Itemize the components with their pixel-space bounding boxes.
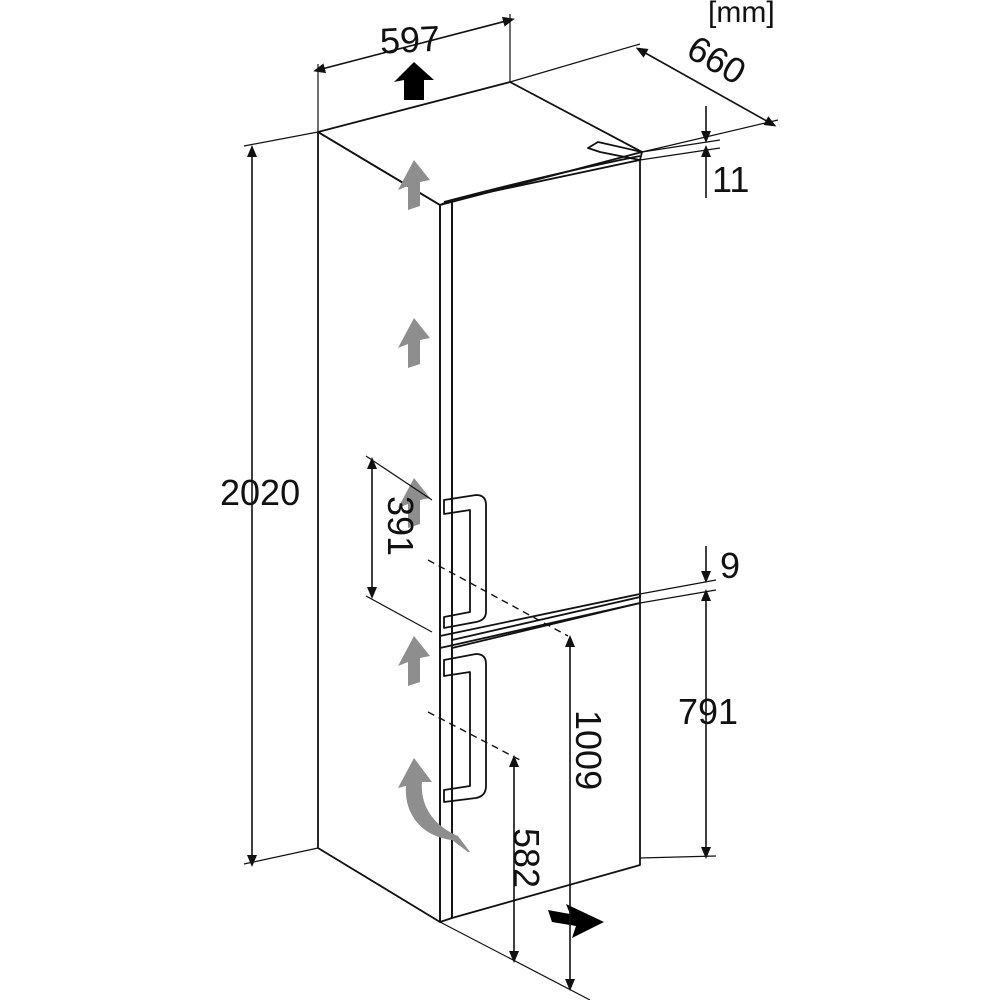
depth-label: 660 — [680, 27, 753, 93]
floor-to-divider-dimension: 1009 — [565, 635, 609, 991]
reference-lines — [427, 559, 569, 761]
airflow-arrow-icon — [398, 636, 430, 686]
height-label: 2020 — [220, 472, 300, 513]
depth-dimension: 660 — [509, 27, 779, 153]
floor-to-handle-label: 582 — [506, 828, 547, 888]
curved-airflow-arrow-icon — [398, 758, 470, 852]
lower-door-label: 791 — [678, 691, 738, 732]
door-handles — [443, 494, 487, 803]
top-gap-dimension: 11 — [639, 106, 749, 200]
floor-lines — [317, 847, 591, 1000]
cabinet-top-panel — [317, 81, 643, 206]
airflow-arrows — [398, 160, 470, 852]
upper-door-handle — [443, 494, 487, 629]
top-hinge-cap — [587, 141, 643, 161]
width-dimension: 597 — [313, 14, 515, 132]
top-gap-label: 11 — [712, 159, 749, 200]
upper-handle-dimension: 391 — [365, 455, 433, 633]
unit-label: [mm] — [708, 0, 775, 29]
upper-handle-label: 391 — [380, 496, 421, 556]
upper-door-panel — [451, 159, 641, 641]
floor-to-handle-dimension: 582 — [506, 755, 547, 963]
mid-gap-dimension: 9 — [639, 545, 740, 604]
airflow-arrow-icon — [398, 160, 430, 210]
airflow-arrow-icon — [398, 318, 430, 368]
door-edge-strip — [439, 199, 453, 923]
airflow-arrow-icon — [398, 478, 430, 528]
lower-door-handle — [443, 653, 487, 803]
fridge-cabinet — [317, 81, 643, 923]
width-label: 597 — [379, 18, 441, 62]
height-dimension: 2020 — [220, 131, 319, 867]
up-arrow-icon — [394, 62, 434, 100]
mid-gap-label: 9 — [720, 545, 740, 586]
lower-door-dimension: 791 — [639, 589, 738, 859]
floor-to-divider-label: 1009 — [568, 710, 609, 790]
top-hinge-line — [443, 155, 641, 203]
inlet-arrow-icon — [548, 904, 604, 938]
